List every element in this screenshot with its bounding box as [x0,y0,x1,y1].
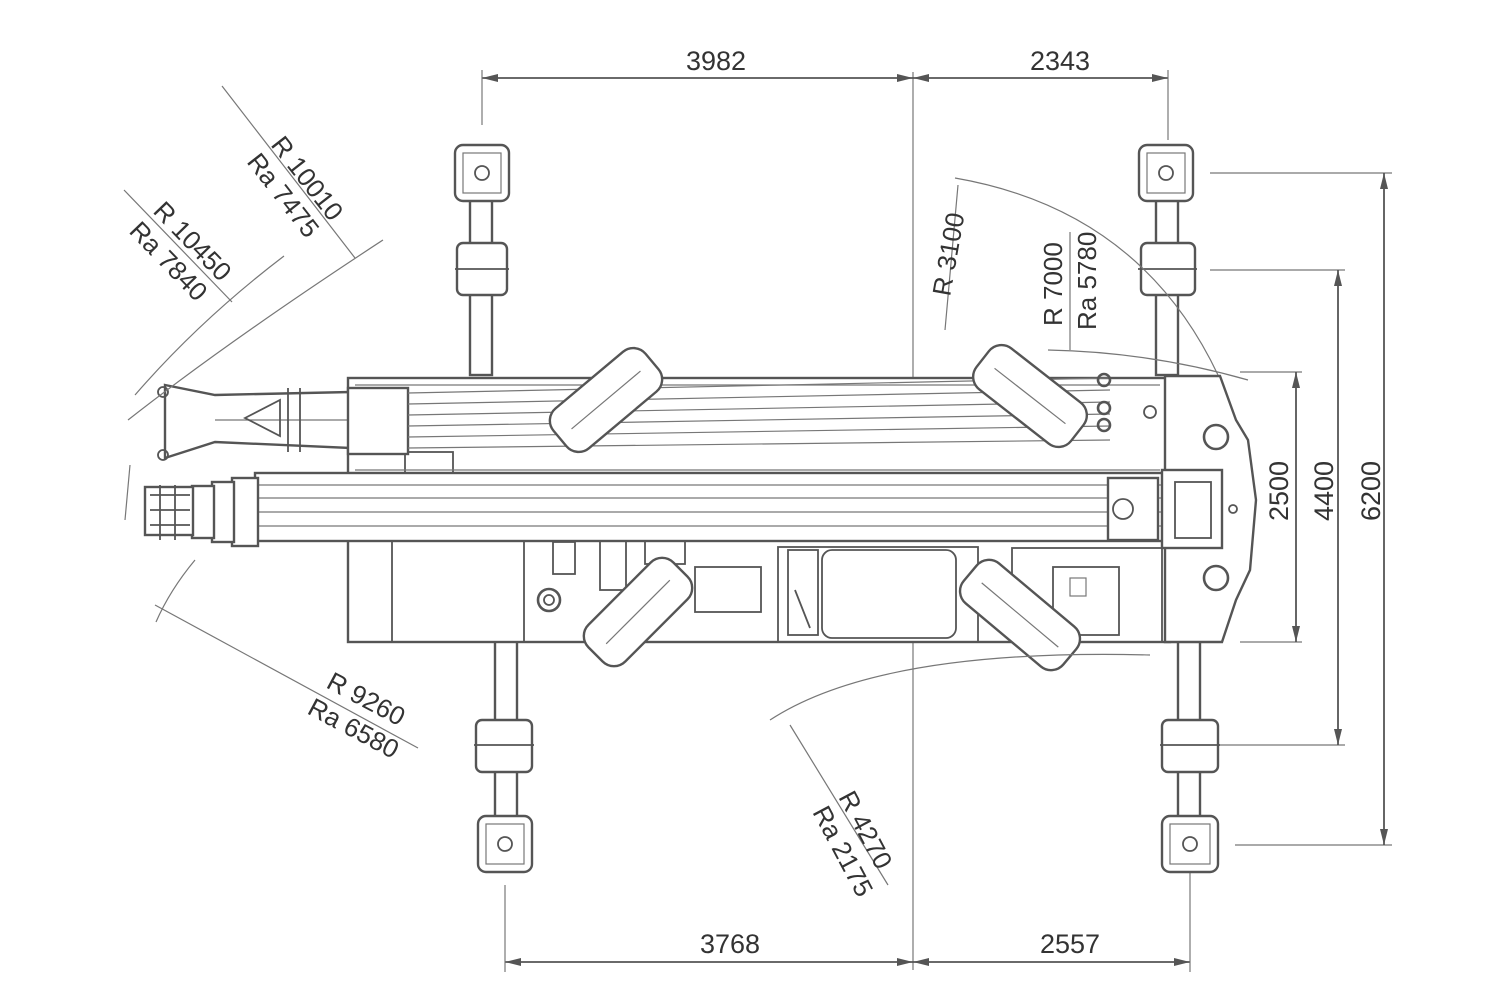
right-dimensions: 6200 4400 2500 [1210,172,1392,846]
bottom-dimension: 3768 2557 [504,870,1191,972]
dim-3768: 3768 [700,929,760,959]
dim-2500: 2500 [1264,461,1294,521]
label-r3100: R 3100 [926,210,970,298]
dim-3982: 3982 [686,46,746,76]
label-ra5780: Ra 5780 [1072,232,1102,330]
dim-2557: 2557 [1040,929,1100,959]
dim-4400: 4400 [1309,461,1339,521]
label-r7000: R 7000 [1038,242,1068,326]
outriggers [453,143,1220,874]
main-boom [143,468,1224,550]
dim-2343: 2343 [1030,46,1090,76]
radius-arcs [123,85,1249,886]
top-dimension: 3982 2343 [481,46,1169,140]
wheels [548,343,1089,672]
dim-6200: 6200 [1356,461,1386,521]
